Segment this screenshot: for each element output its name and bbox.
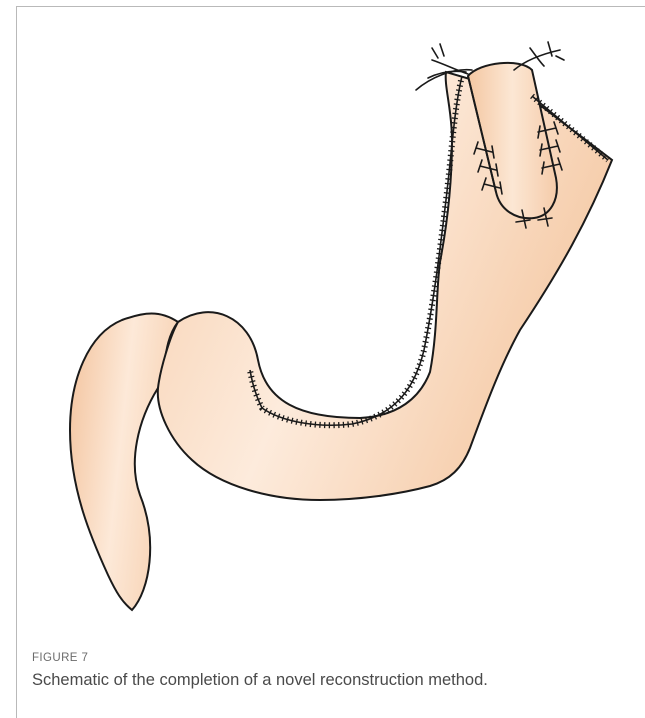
reconstruction-schematic [20, 10, 645, 620]
figure-caption-text: Schematic of the completion of a novel r… [32, 669, 632, 691]
figure-top-border [16, 6, 645, 7]
schematic-svg [20, 10, 645, 620]
figure-label: FIGURE 7 [32, 651, 632, 665]
jejunal-loop [70, 314, 178, 611]
figure-left-border [16, 6, 17, 718]
figure-caption: FIGURE 7 Schematic of the completion of … [32, 651, 632, 691]
